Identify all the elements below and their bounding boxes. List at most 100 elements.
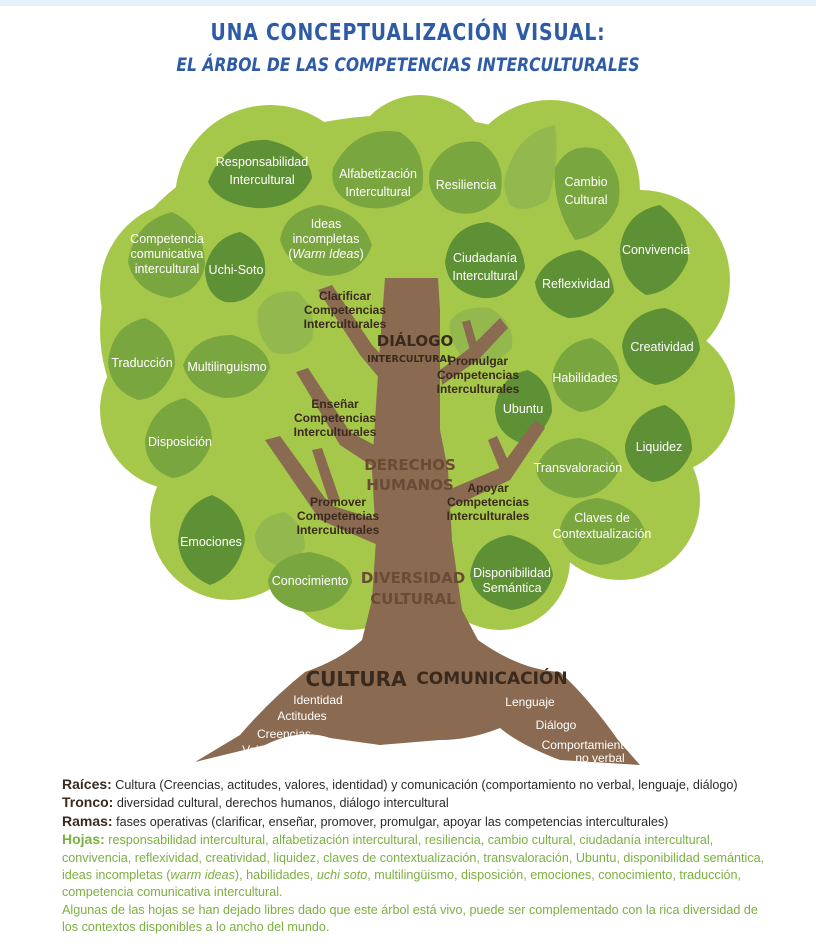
branch-promover-3: Interculturales <box>297 523 380 537</box>
leaf-alfabetizacion <box>332 131 424 209</box>
trunk-labels: DIÁLOGO INTERCULTURAL DERECHOS HUMANOS D… <box>361 331 465 608</box>
label-disposicion: Disposición <box>148 435 212 449</box>
trunk-diversidad: DIVERSIDAD <box>361 569 465 587</box>
leaf-habilidades <box>552 338 620 412</box>
legend: Raíces: Cultura (Creencias, actitudes, v… <box>62 776 774 937</box>
label-cambio-1: Cambio <box>564 175 607 189</box>
root-lenguaje: Lenguaje <box>505 695 555 709</box>
trunk-intercultural: INTERCULTURAL <box>367 354 453 365</box>
root-actitudes: Actitudes <box>277 709 326 723</box>
label-ideas-3: (Warm Ideas) <box>288 247 364 261</box>
branch-clarificar-3: Interculturales <box>304 317 387 331</box>
leaf-uchi-soto <box>205 232 266 303</box>
top-bar <box>0 0 816 6</box>
label-multilinguismo: Multilinguismo <box>187 360 266 374</box>
label-traduccion: Traducción <box>111 356 172 370</box>
page-title: UNA CONCEPTUALIZACIÓN VISUAL: <box>210 20 606 46</box>
label-liquidez: Liquidez <box>636 440 683 454</box>
label-claves-2: Contextualización <box>553 527 652 541</box>
root-dialogo: Diálogo <box>536 718 577 732</box>
legend-hojas: Hojas: responsabilidad intercultural, al… <box>62 831 774 902</box>
label-competencia-2: comunicativa <box>131 247 204 261</box>
leaf-ideas <box>280 205 372 276</box>
leaf-ciudadania <box>445 222 525 299</box>
leaf-emociones <box>178 495 245 585</box>
branch-promulgar-2: Competencias <box>437 368 519 382</box>
legend-ramas-label: Ramas: <box>62 812 113 829</box>
label-alfabetizacion-2: Intercultural <box>345 185 410 199</box>
label-resiliencia: Resiliencia <box>436 178 496 192</box>
legend-raices-text: Cultura (Creencias, actitudes, valores, … <box>111 778 738 792</box>
label-creatividad: Creatividad <box>630 340 693 354</box>
root-identidad: Identidad <box>293 693 342 707</box>
label-ideas-1: Ideas <box>311 217 342 231</box>
leaf-conocimiento <box>268 552 352 612</box>
legend-hojas-label: Hojas: <box>62 831 105 848</box>
label-disponibilidad-2: Semántica <box>482 581 541 595</box>
leaf-multilinguismo <box>183 335 270 398</box>
legend-tronco: Tronco: diversidad cultural, derechos hu… <box>62 794 774 812</box>
leaf-blank-4 <box>255 512 305 565</box>
branch-ensenar-2: Competencias <box>294 411 376 425</box>
label-convivencia: Convivencia <box>622 243 690 257</box>
leaf-labels: Responsabilidad Intercultural Alfabetiza… <box>111 155 693 595</box>
branch-ensenar-3: Interculturales <box>294 425 377 439</box>
leaf-claves <box>560 498 645 565</box>
label-cambio-2: Cultural <box>564 193 607 207</box>
label-habilidades: Habilidades <box>552 371 617 385</box>
leaf-liquidez <box>625 405 692 482</box>
root-cultura: CULTURA <box>305 667 407 691</box>
legend-hojas-text-3: , multilingüismo, disposición, emociones… <box>62 868 742 900</box>
label-competencia-3: intercultural <box>135 262 200 276</box>
branch-promover-1: Promover <box>310 495 366 509</box>
branch-promulgar-3: Interculturales <box>437 382 520 396</box>
label-competencia-1: Competencia <box>130 232 204 246</box>
legend-nota: Algunas de las hojas se han dejado libre… <box>62 902 758 935</box>
label-reflexividad: Reflexividad <box>542 277 610 291</box>
branch-apoyar-2: Competencias <box>447 495 529 509</box>
trunk-dialogo: DIÁLOGO <box>377 331 453 350</box>
root-valores: Valores <box>242 743 282 757</box>
leaf-convivencia <box>620 205 688 295</box>
branch-apoyar-1: Apoyar <box>467 481 509 495</box>
root-comportamiento-2: no verbal <box>575 751 624 765</box>
page-subtitle: EL ÁRBOL DE LAS COMPETENCIAS INTERCULTUR… <box>176 54 640 76</box>
root-labels: CULTURA COMUNICACIÓN Identidad Actitudes… <box>242 667 631 765</box>
trunk-derechos: DERECHOS <box>364 456 456 474</box>
leaf-resiliencia <box>429 141 502 214</box>
label-ideas-2: incompletas <box>293 232 360 246</box>
leaf-creatividad <box>622 308 700 385</box>
root-creencias: Creencias <box>257 727 311 741</box>
legend-hojas-text-2: ), habilidades, <box>234 868 317 883</box>
label-conocimiento: Conocimiento <box>272 574 348 588</box>
leaf-disposicion <box>145 398 212 478</box>
tree-trunk <box>195 278 640 765</box>
leaf-competencia-comunicativa <box>128 212 205 298</box>
leaf-responsabilidad <box>208 139 312 209</box>
label-uchi-soto: Uchi-Soto <box>209 263 264 277</box>
root-comportamiento-1: Comportamiento <box>542 738 631 752</box>
branch-clarificar-2: Competencias <box>304 303 386 317</box>
legend-ramas: Ramas: fases operativas (clarificar, ens… <box>62 813 774 831</box>
leaf-disponibilidad <box>470 535 553 610</box>
label-disponibilidad-1: Disponibilidad <box>473 566 551 580</box>
competency-tree: Responsabilidad Intercultural Alfabetiza… <box>100 95 735 765</box>
leaf-traduccion <box>108 318 175 400</box>
branch-apoyar-3: Interculturales <box>447 509 530 523</box>
branch-promulgar-1: Promulgar <box>448 354 508 368</box>
legend-hojas-uchi: uchi soto <box>316 868 368 883</box>
leaf-cambio <box>554 147 620 240</box>
label-ubuntu: Ubuntu <box>503 402 543 416</box>
label-emociones: Emociones <box>180 535 242 549</box>
leaf-blank-1 <box>504 125 557 209</box>
leaf-blank-2 <box>257 291 314 355</box>
leaves <box>108 125 700 612</box>
leaf-reflexividad <box>535 250 614 318</box>
label-responsabilidad-1: Responsabilidad <box>216 155 308 169</box>
label-transvaloracion: Transvaloración <box>534 461 623 475</box>
legend-tronco-label: Tronco: <box>62 794 114 811</box>
legend-raices: Raíces: Cultura (Creencias, actitudes, v… <box>62 776 774 794</box>
leaf-transvaloracion <box>536 438 620 498</box>
branch-promover-2: Competencias <box>297 509 379 523</box>
branch-labels: Clarificar Competencias Interculturales … <box>294 289 530 537</box>
